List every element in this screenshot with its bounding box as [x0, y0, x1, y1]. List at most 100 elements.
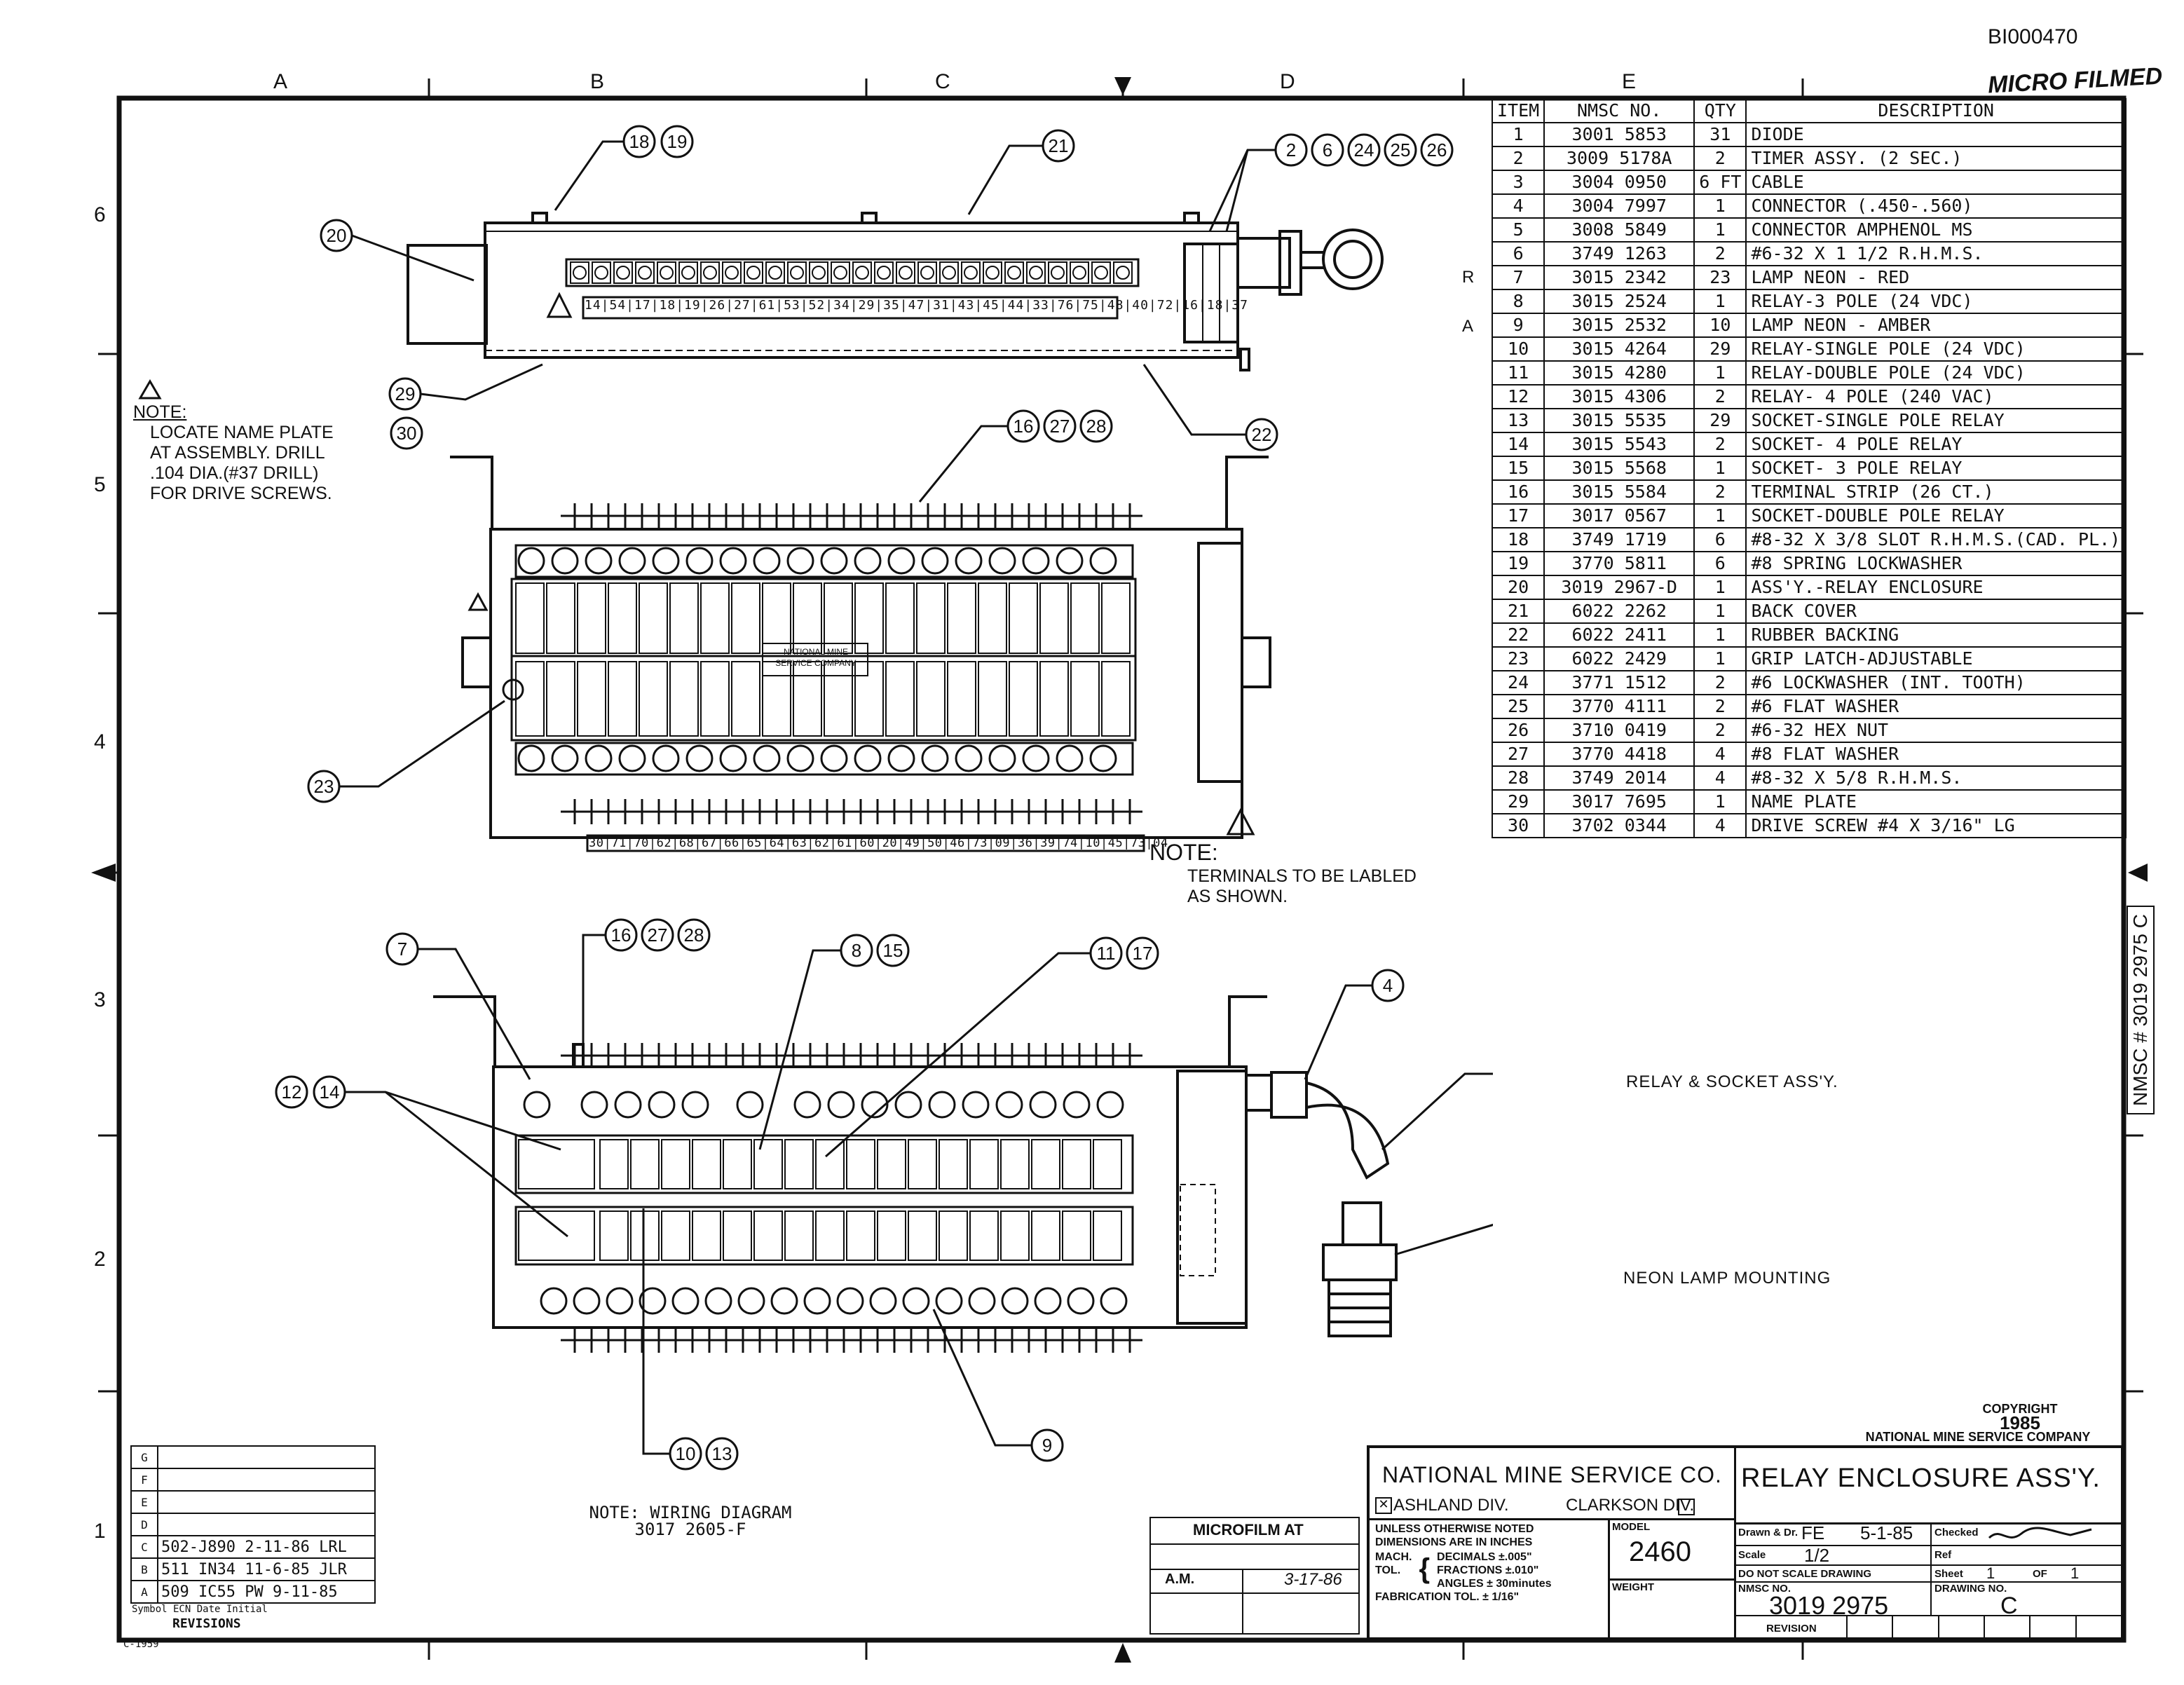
part-qty: 2	[1693, 146, 1747, 171]
terminal-labels-bottom: 30|71|70|62|68|67|66|65|64|63|62|61|60|2…	[589, 836, 1168, 850]
callout-10: 10	[676, 1443, 696, 1464]
callout-28-bot: 28	[684, 925, 704, 946]
zone-col-c: C	[935, 70, 950, 93]
terminal-screw-head	[768, 266, 782, 280]
revision-entry: 511 IN34 11-6-85 JLR	[157, 1557, 376, 1581]
mark-r: R	[1462, 268, 1475, 287]
middle-view-enclosure	[450, 456, 1271, 852]
relay-label-cell	[1039, 582, 1069, 654]
part-description: TIMER ASSY. (2 SEC.)	[1745, 146, 2127, 171]
revision-entry	[157, 1468, 376, 1492]
part-nmsc-no: 3015 5584	[1543, 479, 1695, 505]
wiring-note-line-1: NOTE: WIRING DIAGRAM	[589, 1503, 792, 1522]
part-description: RELAY-SINGLE POLE (24 VDC)	[1745, 336, 2127, 362]
part-nmsc-no: 6022 2411	[1543, 622, 1695, 648]
note-locate-nameplate: NOTE: LOCATE NAME PLATE AT ASSEMBLY. DRI…	[133, 402, 334, 504]
tol-fractions: FRACTIONS ±.010"	[1437, 1564, 1539, 1576]
relay-label-cell	[978, 582, 1007, 654]
nameplate: NATIONAL MINE SERVICE COMPANY	[767, 646, 865, 669]
division-clarkson: CLARKSON DIV.	[1566, 1496, 1695, 1515]
lamp-socket	[517, 547, 545, 575]
part-description: ASS'Y.-RELAY ENCLOSURE	[1745, 575, 2127, 600]
relay-label-cell	[700, 661, 730, 737]
callout-30: 30	[397, 423, 417, 444]
revision-entry: 502-J890 2-11-86 LRL	[157, 1535, 376, 1559]
terminal-screw-head	[703, 266, 717, 280]
microfilm-date: 3-17-86	[1284, 1570, 1342, 1589]
revision-symbol: E	[130, 1490, 158, 1514]
part-nmsc-no: 3017 7695	[1543, 789, 1695, 814]
revision-row: D	[130, 1513, 376, 1536]
revision-cells	[1846, 1616, 2121, 1637]
terminal-screw-head	[920, 266, 934, 280]
callout-14: 14	[320, 1082, 340, 1103]
part-qty: 31	[1693, 122, 1747, 147]
lamp-socket	[753, 744, 781, 772]
callout-8: 8	[852, 940, 861, 961]
lamp-red	[736, 1091, 764, 1119]
terminal-screw	[983, 261, 1002, 284]
lamp-socket	[618, 744, 646, 772]
relay-cell	[661, 1139, 690, 1189]
part-nmsc-no: 3710 0419	[1543, 718, 1695, 743]
lamp-red	[1029, 1091, 1057, 1119]
zone-col-d: D	[1280, 70, 1295, 93]
sheet-label: Sheet	[1934, 1568, 1963, 1580]
part-qty: 1	[1693, 193, 1747, 219]
terminal-screw	[831, 261, 850, 284]
terminal-screw-head	[1094, 266, 1108, 280]
lamp-red	[614, 1091, 642, 1119]
note-line: .104 DIA.(#37 DRILL)	[150, 463, 319, 483]
terminal-screw-head	[746, 266, 760, 280]
lamp-socket	[1056, 744, 1084, 772]
part-qty: 4	[1693, 742, 1747, 767]
part-item: 22	[1491, 622, 1545, 648]
lamp-socket	[820, 547, 848, 575]
copyright-company: NATIONAL MINE SERVICE COMPANY	[1865, 1430, 2091, 1444]
relay-label-cell	[793, 661, 822, 737]
lamp-amber	[803, 1287, 831, 1315]
terminal-screw-head	[790, 266, 804, 280]
zone-col-b: B	[590, 70, 605, 93]
callout-23: 23	[314, 776, 334, 797]
part-item: 15	[1491, 456, 1545, 481]
tol-tol: TOL.	[1375, 1564, 1401, 1576]
lamp-red	[523, 1091, 551, 1119]
division-checkbox-clarkson	[1678, 1499, 1695, 1515]
part-description: CONNECTOR AMPHENOL MS	[1745, 217, 2127, 243]
part-qty: 1	[1693, 575, 1747, 600]
part-nmsc-no: 3749 1719	[1543, 527, 1695, 552]
form-number: C-1959	[123, 1639, 159, 1650]
part-description: CONNECTOR (.450-.560)	[1745, 193, 2127, 219]
relay-cell	[1062, 1139, 1091, 1189]
lamp-red	[648, 1091, 676, 1119]
callout-16-bot: 16	[611, 925, 632, 946]
relay-label-cell	[1009, 582, 1038, 654]
top-view-enclosure	[407, 212, 1384, 371]
nmsc-no-label: NMSC NO.	[1738, 1583, 1791, 1595]
company-name: NATIONAL MINE SERVICE CO.	[1382, 1462, 1722, 1487]
lamp-amber	[1100, 1287, 1128, 1315]
part-nmsc-no: 3015 5535	[1543, 408, 1695, 433]
callout-6: 6	[1323, 139, 1332, 161]
revisions-title: REVISIONS	[172, 1616, 241, 1631]
model-number: 2460	[1629, 1536, 1691, 1567]
part-nmsc-no: 3702 0344	[1543, 813, 1695, 838]
relay-label-cell	[762, 661, 791, 737]
callout-17: 17	[1133, 943, 1153, 964]
part-item: 11	[1491, 360, 1545, 386]
part-description: TERMINAL STRIP (26 CT.)	[1745, 479, 2127, 505]
part-item: 28	[1491, 765, 1545, 791]
lamp-socket	[887, 744, 915, 772]
revisions-footer-cols: Symbol ECN Date Initial	[132, 1604, 268, 1615]
relay-cell	[1031, 1210, 1060, 1261]
part-item: 1	[1491, 122, 1545, 147]
part-nmsc-no: 3009 5178A	[1543, 146, 1695, 171]
relay-cell	[908, 1210, 937, 1261]
